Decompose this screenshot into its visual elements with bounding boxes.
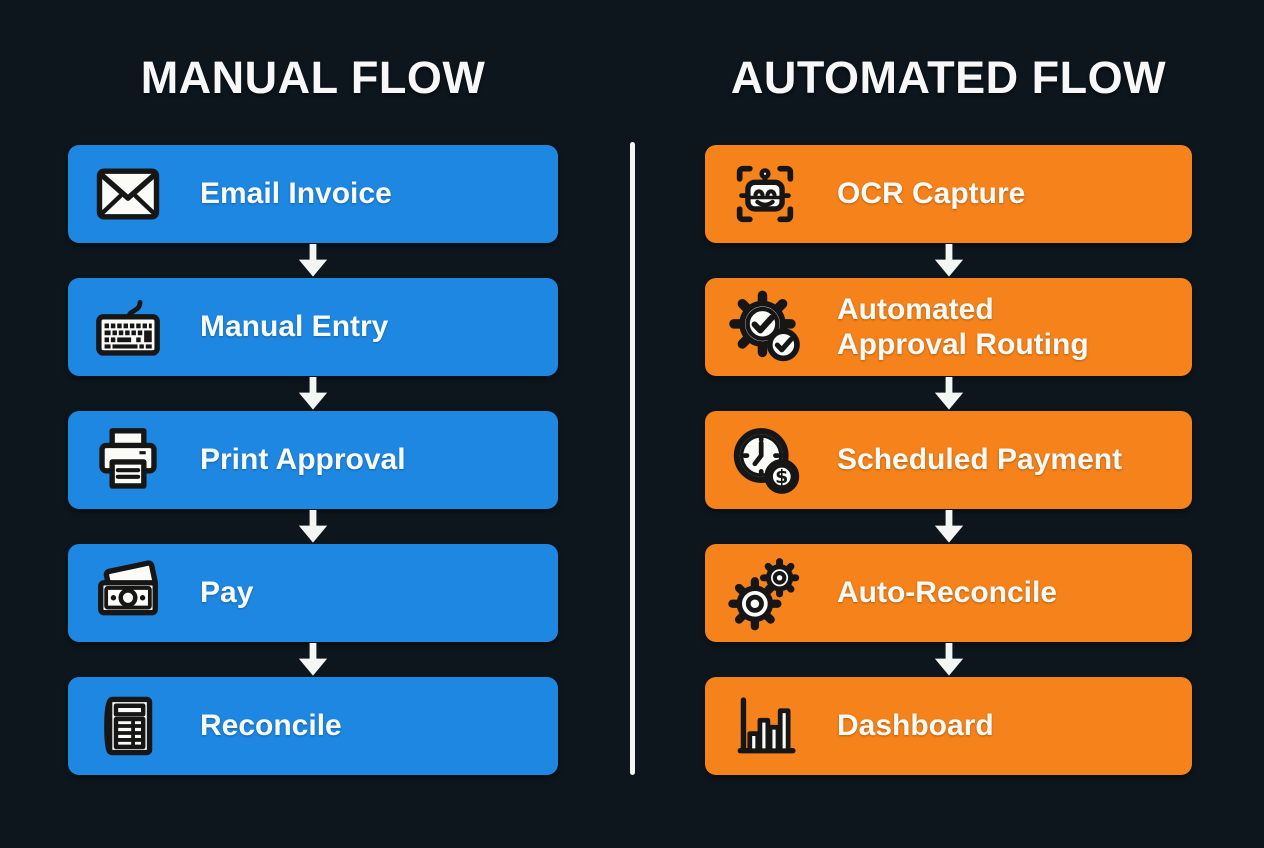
down-arrow-icon xyxy=(931,642,967,677)
down-arrow-icon xyxy=(295,509,331,544)
node-auto-reconcile: Auto-Reconcile xyxy=(705,544,1192,642)
automated-flow-title: AUTOMATED FLOW xyxy=(730,52,1167,103)
node-label: Print Approval xyxy=(200,443,406,477)
gear-check-icon xyxy=(725,287,805,367)
node-label: Auto-Reconcile xyxy=(837,576,1058,610)
node-label: Automated Approval Routing xyxy=(837,292,1089,361)
down-arrow-icon xyxy=(295,376,331,411)
bar-chart-icon xyxy=(725,686,805,766)
column-divider xyxy=(630,142,635,775)
node-pay: Pay xyxy=(68,544,558,642)
gears-icon xyxy=(725,553,805,633)
down-arrow-icon xyxy=(295,243,331,278)
node-label: Reconcile xyxy=(200,709,342,743)
node-automated-approval-routing: Automated Approval Routing xyxy=(705,278,1192,376)
down-arrow-icon xyxy=(931,509,967,544)
node-reconcile: Reconcile xyxy=(68,677,558,775)
node-manual-entry: Manual Entry xyxy=(68,278,558,376)
svg-text:$: $ xyxy=(775,466,788,488)
node-label: Manual Entry xyxy=(200,310,389,344)
down-arrow-icon xyxy=(931,243,967,278)
down-arrow-icon xyxy=(931,376,967,411)
node-label: Pay xyxy=(200,576,254,610)
node-scheduled-payment: $ Scheduled Payment xyxy=(705,411,1192,509)
node-dashboard: Dashboard xyxy=(705,677,1192,775)
node-label: Scheduled Payment xyxy=(837,443,1123,477)
envelope-icon xyxy=(88,154,168,234)
node-email-invoice: Email Invoice xyxy=(68,145,558,243)
keyboard-icon xyxy=(88,287,168,367)
robot-ocr-icon xyxy=(725,154,805,234)
down-arrow-icon xyxy=(295,642,331,677)
ledger-icon xyxy=(88,686,168,766)
node-print-approval: Print Approval xyxy=(68,411,558,509)
manual-flow-title: MANUAL FLOW xyxy=(140,52,486,103)
manual-flow-nodes: Email Invoice xyxy=(68,145,558,775)
node-label: Email Invoice xyxy=(200,177,392,211)
node-label: Dashboard xyxy=(837,709,994,743)
node-ocr-capture: OCR Capture xyxy=(705,145,1192,243)
banknote-icon xyxy=(88,553,168,633)
printer-icon xyxy=(88,420,168,500)
clock-dollar-icon: $ xyxy=(725,420,805,500)
node-label: OCR Capture xyxy=(837,177,1026,211)
automated-flow-nodes: OCR Capture xyxy=(705,145,1192,775)
